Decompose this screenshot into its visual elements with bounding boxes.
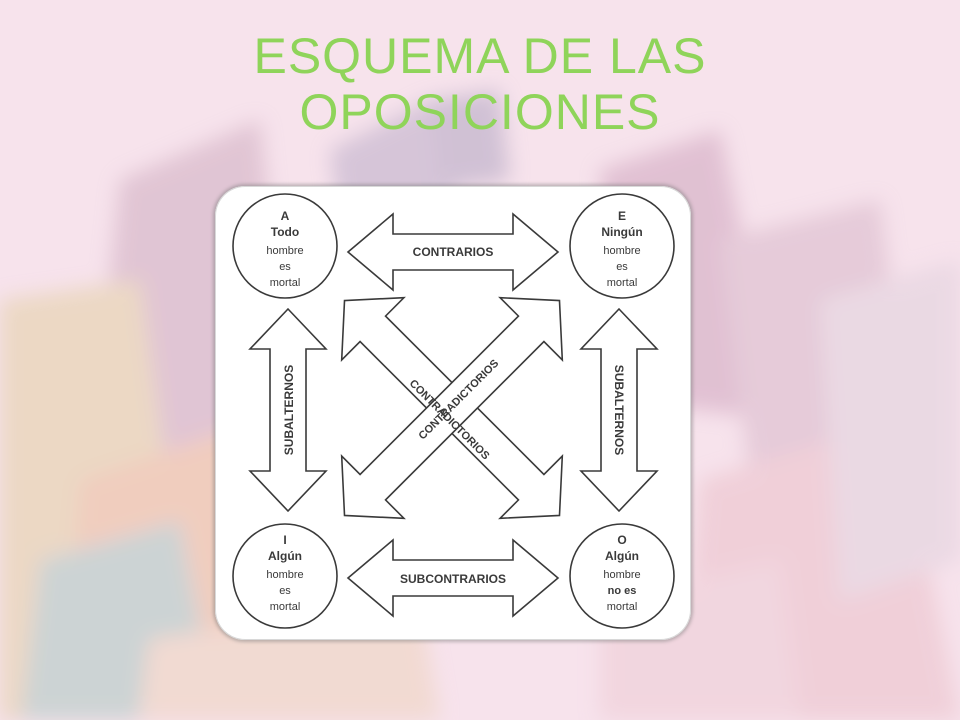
- corner-a-quantifier: Todo: [271, 225, 299, 239]
- circle-i: [232, 523, 338, 629]
- label-contrarios: CONTRARIOS: [413, 245, 494, 259]
- circle-o: [569, 523, 675, 629]
- corner-a-line2: es: [279, 261, 291, 273]
- contrarios-arrow: [346, 212, 560, 292]
- corner-i-quantifier: Algún: [268, 549, 302, 563]
- corner-e-line2: es: [616, 261, 628, 273]
- title-line-1: ESQUEMA DE LAS: [253, 28, 707, 84]
- corner-e-quantifier: Ningún: [601, 225, 642, 239]
- circle-a: [232, 193, 338, 299]
- title-line-2: OPOSICIONES: [299, 84, 661, 140]
- corner-a-letter: A: [281, 209, 290, 223]
- corner-o-line2: no es: [608, 585, 637, 597]
- corner-e-line1: hombre: [603, 245, 640, 257]
- subalternos-right-arrow: [579, 307, 659, 513]
- corner-i-letter: I: [283, 533, 286, 547]
- corner-o-quantifier: Algún: [605, 549, 639, 563]
- square-of-opposition-diagram: CONTRARIOS SUBCONTRARIOS SUBALTERNOS SUB…: [232, 193, 675, 629]
- corner-e-letter: E: [618, 209, 626, 223]
- circle-e: [569, 193, 675, 299]
- corner-a-line3: mortal: [270, 277, 301, 289]
- label-subalternos-left: SUBALTERNOS: [282, 365, 296, 455]
- slide-title: ESQUEMA DE LAS OPOSICIONES: [0, 28, 960, 140]
- corner-i-line2: es: [279, 585, 291, 597]
- subcontrarios-arrow: [346, 538, 560, 618]
- corner-e-line3: mortal: [607, 277, 638, 289]
- corner-a-line1: hombre: [266, 245, 303, 257]
- diagram-card: CONTRARIOS SUBCONTRARIOS SUBALTERNOS SUB…: [215, 186, 691, 640]
- corner-o-line1: hombre: [603, 569, 640, 581]
- corner-i-line1: hombre: [266, 569, 303, 581]
- label-subcontrarios: SUBCONTRARIOS: [400, 572, 506, 586]
- subalternos-left-arrow: [248, 307, 328, 513]
- label-subalternos-right: SUBALTERNOS: [612, 365, 626, 455]
- corner-i-line3: mortal: [270, 601, 301, 613]
- corner-o-line3: mortal: [607, 601, 638, 613]
- corner-o-letter: O: [617, 533, 626, 547]
